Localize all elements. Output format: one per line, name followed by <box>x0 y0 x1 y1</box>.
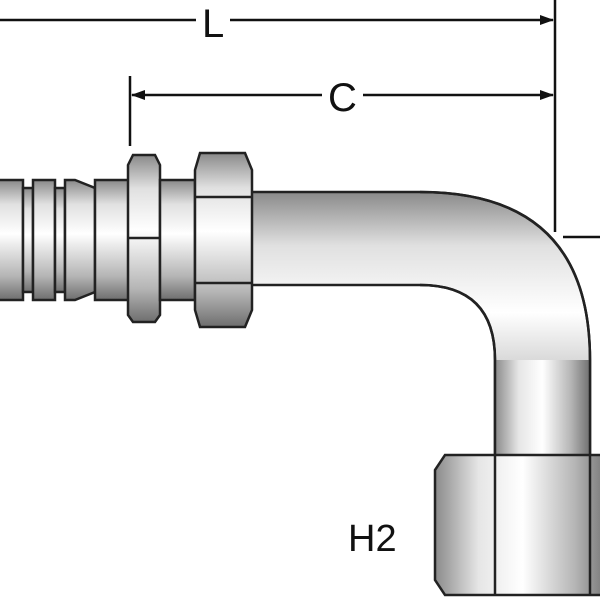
dimension-C <box>128 76 554 146</box>
swivel-nut <box>433 453 600 597</box>
hose-stem <box>0 178 135 302</box>
elbow-tube <box>248 190 592 462</box>
dimension-L-label: L <box>196 4 231 44</box>
dimension-L <box>0 0 600 239</box>
hex-nut <box>193 151 254 329</box>
hex-size-label: H2 <box>348 518 397 560</box>
dimension-C-label: C <box>322 78 363 118</box>
collar <box>126 153 197 324</box>
